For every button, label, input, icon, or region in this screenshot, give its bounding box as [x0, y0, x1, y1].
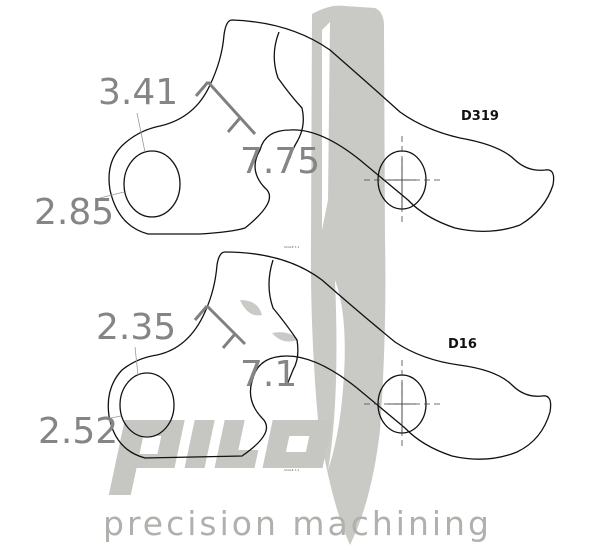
dimension-line: [221, 333, 237, 349]
dimension-line: [226, 117, 242, 133]
part-label: D319: [461, 109, 499, 124]
watermark-flute: [328, 280, 345, 470]
watermark-leaf: [240, 300, 262, 316]
watermark-leaf: [272, 332, 298, 342]
leader-line: [134, 346, 139, 376]
left-hole: [123, 150, 181, 218]
leader-line: [100, 415, 122, 421]
part-outline: [107, 251, 552, 460]
logo-letter-o: [262, 420, 333, 468]
dimension-label: 2.85: [34, 192, 114, 233]
dimension-line: [193, 305, 209, 321]
scale-note: SCALE 1:1: [284, 468, 299, 472]
part-inner-edge: [273, 31, 304, 159]
dimension-line: [205, 304, 247, 346]
part-d16: [100, 251, 552, 460]
dimension-label: 7.75: [240, 141, 320, 182]
watermark-flute: [322, 22, 330, 230]
logo-letter-i: [184, 420, 215, 468]
dimension-line: [206, 80, 257, 136]
part-label: D16: [448, 337, 477, 352]
part-d319: 3.41 2.85 7.75 D319 SCALE 1:1: [34, 19, 555, 249]
dimension-label: 3.41: [98, 72, 178, 113]
watermark-tagline: precision machining: [103, 504, 492, 543]
scale-note: SCALE 1:1: [284, 245, 299, 249]
dimension-label: 2.52: [38, 411, 118, 452]
part-inner-edge: [268, 259, 299, 386]
leader-line: [99, 191, 125, 199]
dimension-line: [194, 81, 210, 97]
part-d16-labels: 2.35 2.52 7.1 D16 SCALE 1:1: [38, 307, 477, 472]
dimension-label: 7.1: [240, 354, 297, 395]
part-outline: [108, 19, 555, 235]
left-hole: [119, 372, 175, 438]
dimension-label: 2.35: [96, 307, 176, 348]
leader-line: [136, 112, 146, 153]
